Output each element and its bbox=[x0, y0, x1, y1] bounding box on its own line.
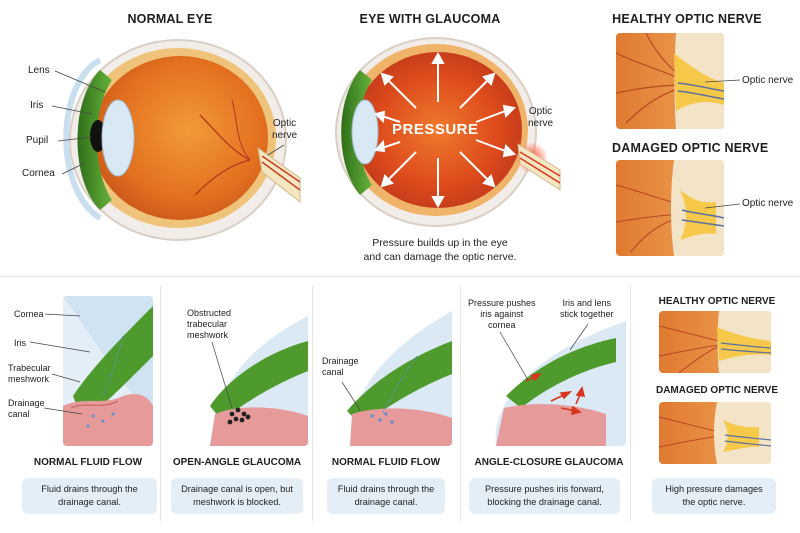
panel2-description: Drainage canal is open, but meshwork is … bbox=[171, 478, 303, 514]
panel1-description: Fluid drains through the drainage canal. bbox=[22, 478, 157, 514]
panel2-title: OPEN-ANGLE GLAUCOMA bbox=[172, 457, 302, 468]
leader-line-damaged bbox=[704, 203, 741, 209]
panel1-label-trabecular: Trabecular meshwork bbox=[8, 363, 51, 384]
panel3-title: NORMAL FLUID FLOW bbox=[331, 457, 441, 468]
separator-4 bbox=[630, 286, 631, 521]
panel3-leader-line bbox=[341, 381, 361, 411]
separator-3 bbox=[460, 286, 461, 521]
label-pupil: Pupil bbox=[26, 135, 49, 146]
normal-eye-leader-lines bbox=[51, 70, 285, 175]
label-optic-nerve-glaucoma: Optic nerve bbox=[528, 106, 554, 129]
panel1-label-iris: Iris bbox=[14, 338, 26, 348]
panel1-title: NORMAL FLUID FLOW bbox=[33, 457, 143, 468]
glaucoma-caption: Pressure builds up in the eye and can da… bbox=[363, 237, 517, 263]
panel3-label-drainage: Drainage canal bbox=[322, 356, 359, 377]
panel5-healthy-image bbox=[659, 311, 771, 373]
panel5-description: High pressure damages the optic nerve. bbox=[652, 478, 776, 514]
panel4-title: ANGLE-CLOSURE GLAUCOMA bbox=[474, 457, 624, 468]
panel3-description: Fluid drains through the drainage canal. bbox=[327, 478, 445, 514]
label-optic-nerve-damaged: Optic nerve bbox=[742, 198, 794, 209]
panel2-label-obstructed: Obstructed trabecular meshwork bbox=[187, 308, 232, 340]
panel1-image bbox=[63, 296, 153, 446]
panel5-healthy-title: HEALTHY OPTIC NERVE bbox=[658, 296, 776, 307]
normal-eye-illustration bbox=[63, 39, 301, 241]
glaucoma-eye-title: EYE WITH GLAUCOMA bbox=[359, 12, 501, 26]
panel5-damaged-image bbox=[659, 402, 771, 464]
label-optic-nerve-healthy: Optic nerve bbox=[742, 75, 794, 86]
panel4-leader-lines bbox=[499, 323, 589, 381]
panel4-label-stick: Iris and lens stick together bbox=[560, 298, 614, 319]
pressure-label: PRESSURE bbox=[392, 121, 479, 138]
panel2-image bbox=[170, 296, 308, 446]
glaucoma-eye-illustration bbox=[335, 37, 561, 227]
label-optic-nerve-normal: Optic nerve bbox=[272, 118, 298, 141]
leader-line-healthy bbox=[704, 79, 741, 83]
panel3-image bbox=[322, 296, 452, 446]
label-cornea: Cornea bbox=[22, 168, 55, 179]
panel5-damaged-title: DAMAGED OPTIC NERVE bbox=[655, 385, 779, 396]
panel4-image bbox=[466, 296, 626, 446]
healthy-optic-nerve-title: HEALTHY OPTIC NERVE bbox=[612, 12, 762, 26]
separator-2 bbox=[312, 286, 313, 521]
normal-eye-title: NORMAL EYE bbox=[127, 12, 213, 26]
panel2-leader-line bbox=[211, 341, 233, 409]
panel1-label-cornea: Cornea bbox=[14, 309, 44, 319]
label-iris: Iris bbox=[30, 100, 44, 111]
damaged-optic-nerve-title: DAMAGED OPTIC NERVE bbox=[612, 141, 769, 155]
label-lens: Lens bbox=[28, 65, 50, 76]
panel4-label-pressure: Pressure pushes iris against cornea bbox=[468, 298, 536, 330]
row-divider bbox=[0, 276, 800, 277]
healthy-optic-nerve-image bbox=[616, 33, 724, 129]
panel4-description: Pressure pushes iris forward, blocking t… bbox=[469, 478, 620, 514]
panel1-leader-lines bbox=[29, 313, 91, 415]
damaged-optic-nerve-image bbox=[616, 160, 724, 256]
panel1-label-drainage: Drainage canal bbox=[8, 398, 45, 419]
separator-1 bbox=[160, 286, 161, 521]
